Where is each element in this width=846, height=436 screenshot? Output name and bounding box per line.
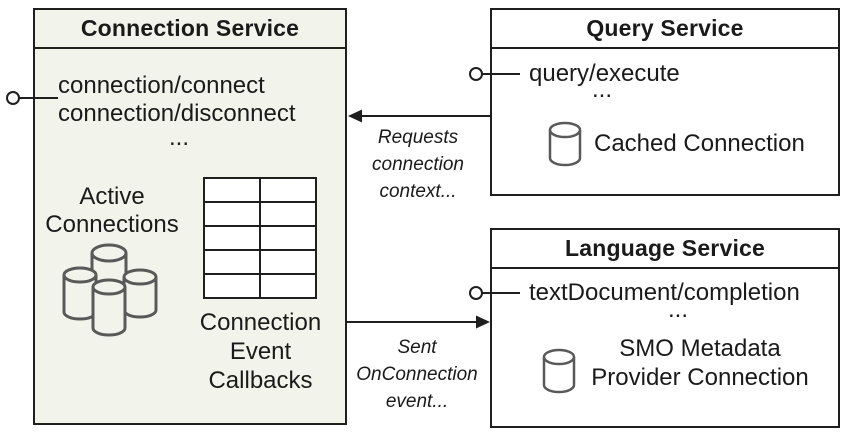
language-service-title: Language Service: [492, 230, 838, 269]
language-service-box: Language Service: [490, 228, 840, 428]
language-lollipop-icon: [469, 286, 483, 300]
language-methods-ellipsis: ...: [667, 296, 688, 323]
query-lollipop-icon: [469, 67, 483, 81]
query-service-title: Query Service: [492, 10, 838, 49]
connection-method-connect: connection/connect: [58, 72, 265, 99]
callback-table: [203, 177, 317, 299]
callback-table-cell: [261, 227, 315, 249]
requests-arrowhead-icon: [348, 109, 362, 123]
query-method-execute: query/execute: [529, 60, 680, 87]
callback-table-cell: [205, 251, 259, 273]
callback-table-cell: [205, 203, 259, 225]
query-service-box: Query Service: [490, 8, 840, 196]
language-method-completion: textDocument/completion: [529, 279, 800, 306]
callback-table-cell: [205, 275, 259, 297]
smo-metadata-label: SMO Metadata Provider Connection: [591, 335, 809, 391]
callbacks-label: Connection Event Callbacks: [199, 309, 322, 394]
connection-method-disconnect: connection/disconnect: [58, 100, 296, 127]
callback-table-cell: [261, 251, 315, 273]
callback-table-cell: [261, 275, 315, 297]
active-connections-label: Active Connections: [45, 183, 179, 238]
sent-arrowhead-icon: [476, 315, 490, 329]
query-methods-ellipsis: ...: [591, 76, 612, 103]
connection-service-title: Connection Service: [35, 10, 345, 49]
connection-lollipop-icon: [6, 91, 20, 105]
callback-table-cell: [261, 203, 315, 225]
callback-table-cell: [205, 227, 259, 249]
requests-arrow-label: Requests connection context...: [372, 127, 464, 202]
sent-arrow-label: Sent OnConnection event...: [356, 337, 478, 412]
connection-methods-ellipsis: ...: [168, 124, 189, 151]
callback-table-cell: [205, 179, 259, 201]
callback-table-cell: [261, 179, 315, 201]
cached-connection-label: Cached Connection: [594, 130, 805, 157]
